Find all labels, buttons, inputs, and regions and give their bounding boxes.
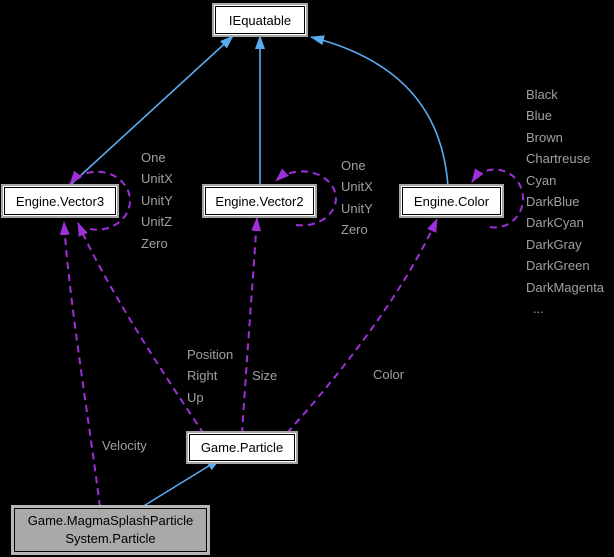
vector2-member: Zero: [341, 222, 368, 238]
edge-vector3-inherits-iequatable: [67, 35, 234, 188]
edge-particle-uses-color: [286, 218, 438, 434]
color-member-ellipsis: ...: [533, 301, 544, 317]
color-member: DarkCyan: [526, 215, 584, 231]
vector2-member: UnitX: [341, 179, 373, 195]
node-engine-vector2[interactable]: Engine.Vector2: [205, 187, 314, 215]
color-member: Cyan: [526, 172, 557, 188]
vector3-member: UnitX: [141, 171, 173, 187]
color-member: Chartreuse: [526, 151, 591, 167]
node-engine-color[interactable]: Engine.Color: [402, 187, 501, 215]
node-game-particle-label: Game.Particle: [200, 440, 284, 455]
color-member: DarkBlue: [526, 194, 580, 210]
vector2-member: UnitY: [341, 200, 373, 216]
edge-label-velocity: Velocity: [102, 438, 147, 453]
node-iequatable[interactable]: IEquatable: [215, 6, 305, 34]
edge-label-right: Right: [187, 368, 218, 383]
node-iequatable-label: IEquatable: [228, 12, 292, 28]
edge-label-position: Position: [187, 347, 234, 362]
color-member: DarkMagenta: [526, 279, 605, 295]
edge-label-size: Size: [252, 368, 278, 383]
vector3-member: UnitY: [141, 192, 173, 208]
node-engine-vector3[interactable]: Engine.Vector3: [4, 187, 116, 215]
node-game-particle[interactable]: Game.Particle: [189, 434, 295, 461]
color-member: Brown: [526, 129, 563, 145]
edge-color-self-loop: [471, 168, 524, 229]
vector3-member: UnitZ: [141, 214, 173, 230]
edge-magma-uses-vector3-velocity: [59, 221, 101, 508]
color-member-list: Black Blue Brown Chartreuse Cyan DarkBlu…: [526, 84, 604, 319]
edge-magma-inherits-particle: [141, 458, 221, 508]
vector3-member-list: One UnitX UnitY UnitZ Zero: [141, 147, 173, 254]
edge-vector3-self-loop: [69, 170, 131, 231]
vector3-member: One: [141, 150, 166, 165]
color-member: DarkGreen: [526, 258, 590, 274]
node-engine-color-label: Engine.Color: [413, 193, 490, 209]
edge-color-inherits-iequatable: [310, 35, 449, 188]
color-member: Blue: [526, 108, 553, 124]
node-magma-splash-particle[interactable]: Game.MagmaSplashParticle System.Particle: [14, 508, 207, 552]
vector3-member: Zero: [141, 235, 168, 251]
node-magma-label-line1: Game.MagmaSplashParticle: [27, 513, 194, 528]
edge-vector2-self-loop: [275, 168, 337, 227]
node-engine-vector3-label: Engine.Vector3: [15, 193, 105, 209]
color-member: DarkGray: [526, 236, 582, 252]
vector2-member-list: One UnitX UnitY Zero: [341, 155, 373, 241]
color-member: Black: [526, 87, 558, 102]
node-magma-label-line2: System.Particle: [65, 531, 156, 546]
edge-particle-uses-vector3: [77, 222, 205, 435]
edge-particle-uses-vector2-size: [241, 217, 262, 435]
node-engine-vector2-label: Engine.Vector2: [215, 193, 304, 209]
edge-label-color: Color: [373, 367, 405, 382]
vector2-member: One: [341, 158, 366, 173]
edge-label-up: Up: [187, 390, 204, 405]
